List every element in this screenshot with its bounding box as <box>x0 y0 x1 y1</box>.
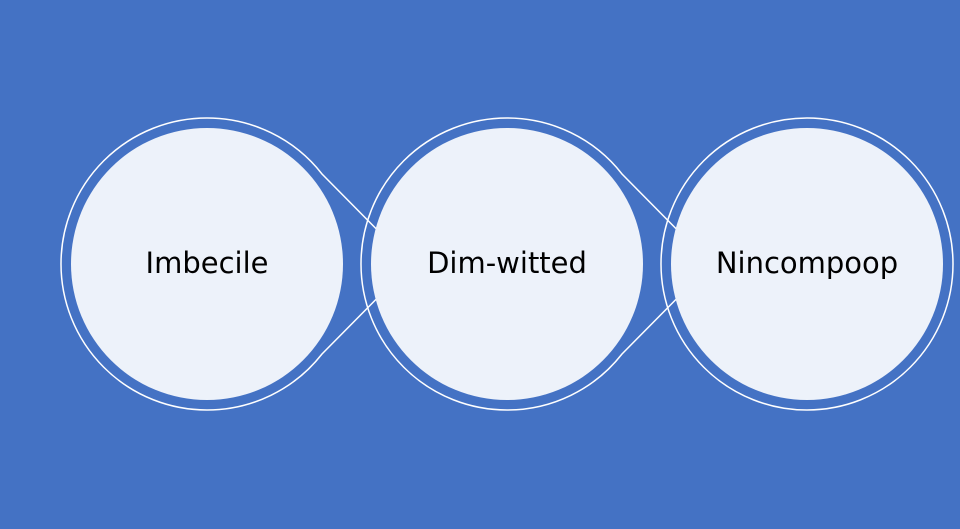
node-2-circle <box>371 128 643 400</box>
node-2-outline <box>360 117 713 411</box>
node-1-circle <box>71 128 343 400</box>
node-2-label: Dim-witted <box>427 246 587 280</box>
node-1-outline <box>60 117 413 411</box>
node-3-circle <box>671 128 943 400</box>
node-3-label: Nincompoop <box>715 246 899 280</box>
node-3-outline <box>660 117 954 411</box>
node-1-label: Imbecile <box>145 246 269 280</box>
